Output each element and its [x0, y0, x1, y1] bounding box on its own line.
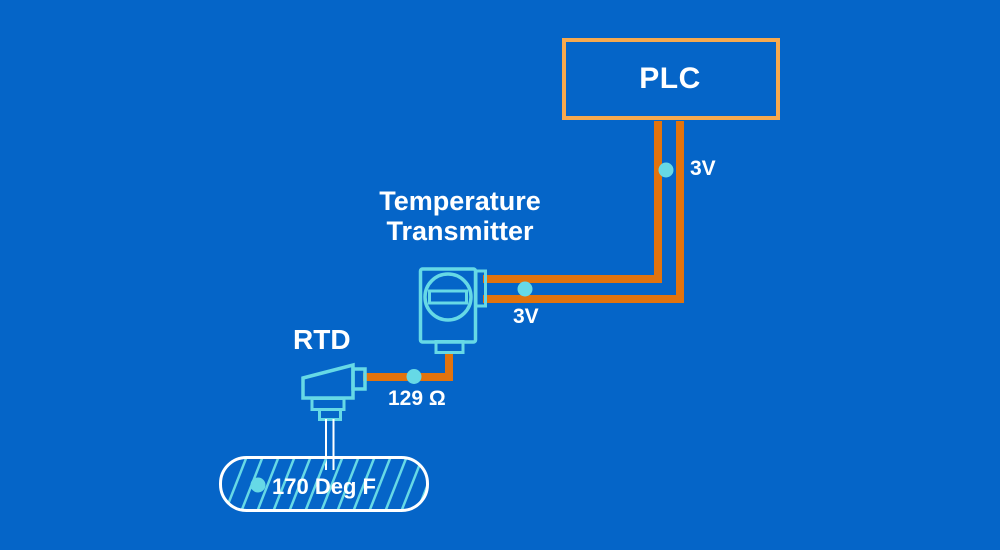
temperature-transmitter-icon	[418, 267, 487, 354]
rtd-mount-lower	[318, 408, 342, 421]
measurement-dots	[250, 162, 674, 493]
wire-rtd-to-transmitter	[363, 351, 453, 381]
measurement-dot-transmitter-signal	[517, 281, 533, 297]
plc-box-outline	[562, 38, 780, 120]
measurement-dot-tank	[250, 477, 266, 493]
rtd-sensor-icon	[301, 362, 367, 470]
plc-label: PLC	[639, 62, 701, 95]
measurement-dot-plc-signal	[658, 162, 674, 178]
tank-outline	[219, 456, 429, 512]
rtd-head	[301, 362, 355, 400]
rtd-label: RTD	[293, 324, 351, 355]
rtd-mount-upper	[310, 397, 346, 411]
signal-wires	[363, 121, 684, 381]
transmitter-body	[418, 267, 478, 344]
tank-icon	[219, 456, 429, 512]
tank-temperature-value: 170 Deg F	[272, 474, 376, 499]
wire-transmitter-to-plc-1	[483, 121, 662, 283]
plc-signal-value: 3V	[690, 157, 716, 180]
transmitter-label: Temperature Transmitter	[340, 186, 580, 246]
wire-transmitter-to-plc-2	[483, 121, 684, 303]
rtd-connector	[351, 367, 367, 391]
transmitter-neck	[434, 340, 465, 354]
plc-box	[562, 38, 780, 120]
transmitter-label-line1: Temperature	[379, 186, 541, 216]
transmitter-signal-value: 3V	[513, 305, 539, 328]
transmitter-terminal	[474, 269, 487, 308]
transmitter-display	[428, 289, 468, 305]
transmitter-gauge-circle	[423, 272, 473, 322]
rtd-resistance-value: 129 Ω	[388, 387, 446, 410]
measurement-dot-rtd-signal	[406, 369, 422, 384]
transmitter-label-line2: Transmitter	[386, 216, 534, 246]
